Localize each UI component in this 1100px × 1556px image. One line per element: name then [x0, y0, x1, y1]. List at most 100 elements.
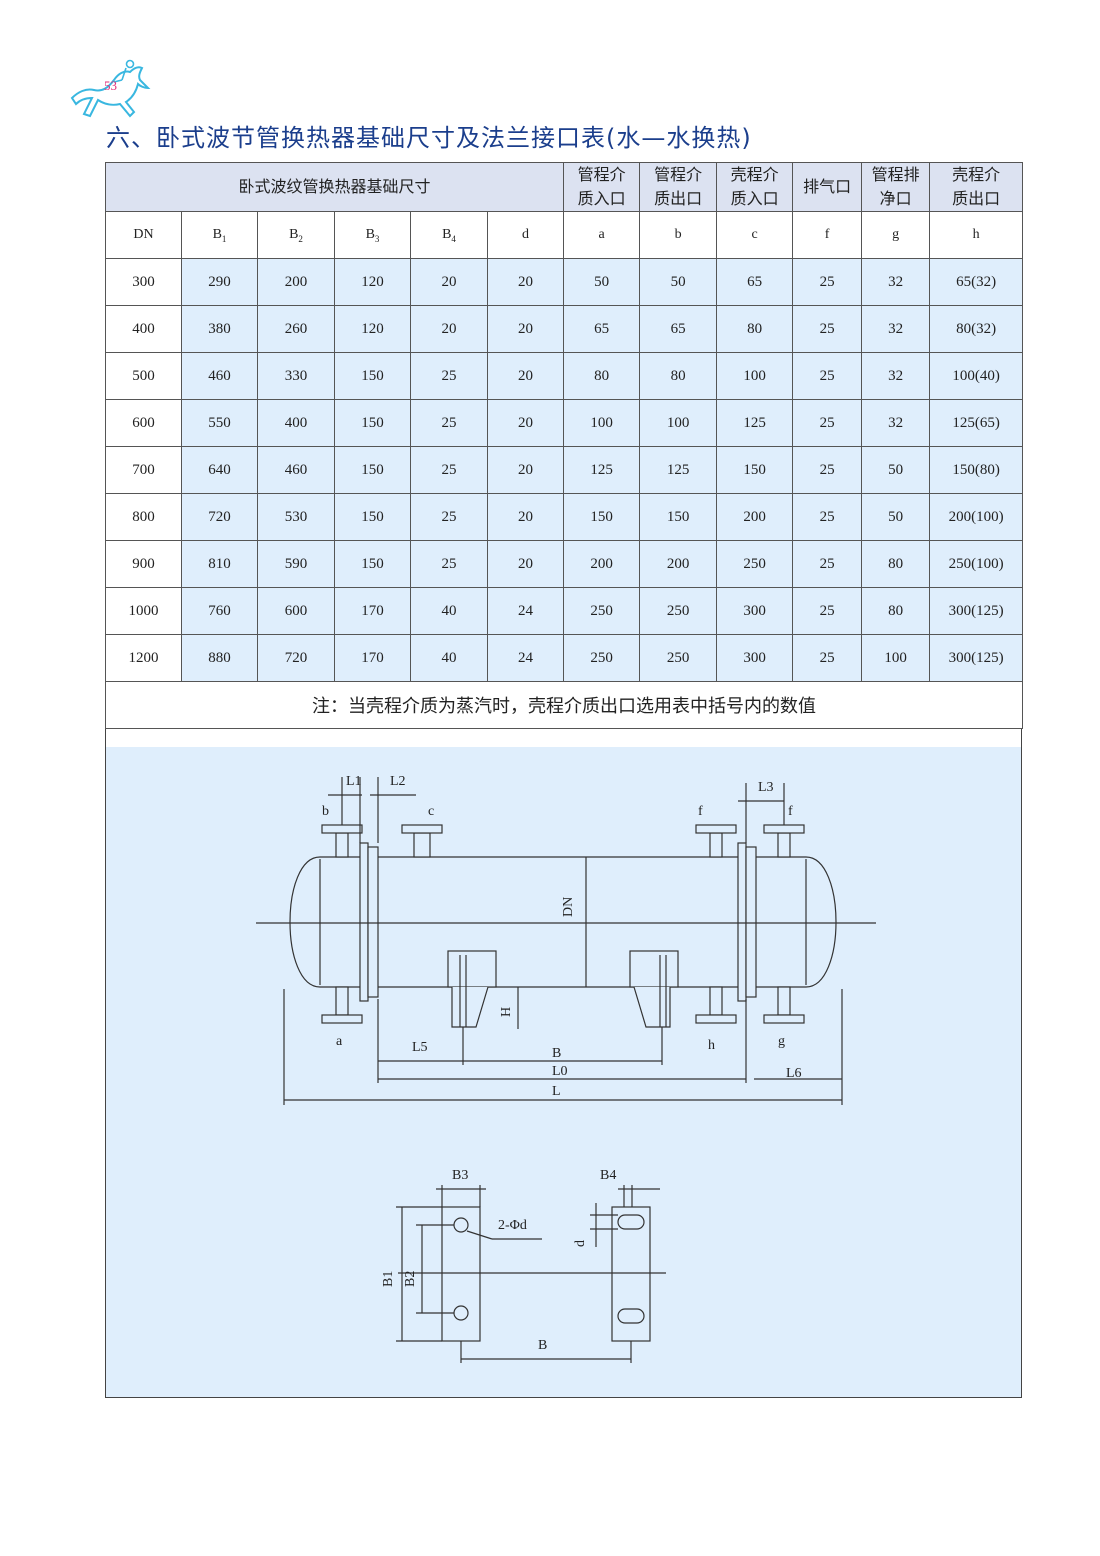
- table-cell-g: 32: [861, 352, 931, 400]
- table-cell-b2: 200: [257, 258, 335, 306]
- table-cell-f: 25: [792, 399, 863, 447]
- table-cell-b2: 530: [257, 493, 335, 541]
- table-cell-b4: 20: [410, 258, 488, 306]
- table-cell-b3: 120: [334, 305, 411, 353]
- table-cell-c: 300: [716, 634, 794, 682]
- label-b4: B4: [600, 1168, 616, 1183]
- table-cell-h: 300(125): [929, 587, 1024, 635]
- table-cell-g: 32: [861, 399, 931, 447]
- table-cell-b1: 880: [181, 634, 258, 682]
- table-cell-f: 25: [792, 446, 863, 494]
- label-port-f-left: f: [698, 804, 703, 819]
- table-cell-b1: 460: [181, 352, 258, 400]
- table-cell-dn: 600: [105, 399, 182, 447]
- table-cell-d: 20: [486, 446, 565, 494]
- table-cell-b: 80: [639, 352, 718, 400]
- label-l5: L5: [412, 1040, 428, 1055]
- col-a: a: [563, 211, 641, 259]
- table-cell-b1: 380: [181, 305, 258, 353]
- header-base-dimensions: 卧式波纹管换热器基础尺寸: [104, 162, 565, 212]
- nozzle-a: [335, 986, 349, 1016]
- table-cell-d: 24: [486, 634, 565, 682]
- table-cell-b1: 550: [181, 399, 258, 447]
- table-cell-h: 300(125): [929, 634, 1024, 682]
- table-cell-dn: 300: [105, 258, 182, 306]
- label-l3: L3: [758, 780, 774, 795]
- table-cell-b2: 600: [257, 587, 335, 635]
- label-port-c: c: [428, 804, 434, 819]
- table-cell-f: 25: [792, 634, 863, 682]
- table-cell-b: 250: [639, 634, 718, 682]
- base-plate-right: [611, 1206, 651, 1342]
- table-cell-h: 125(65): [929, 399, 1024, 447]
- label-port-a: a: [336, 1034, 343, 1049]
- table-cell-b: 100: [639, 399, 718, 447]
- label-l0: L0: [552, 1064, 568, 1079]
- label-port-h: h: [708, 1038, 715, 1053]
- table-cell-g: 50: [861, 493, 931, 541]
- table-cell-c: 100: [716, 352, 794, 400]
- table-cell-b2: 260: [257, 305, 335, 353]
- header-vent: 排气口: [792, 162, 863, 212]
- label-d: d: [573, 1240, 588, 1247]
- table-cell-a: 250: [563, 587, 641, 635]
- table-cell-g: 80: [861, 587, 931, 635]
- label-b-main: B: [552, 1046, 561, 1061]
- table-cell-h: 80(32): [929, 305, 1024, 353]
- table-cell-b4: 25: [410, 399, 488, 447]
- col-b1: B1: [181, 211, 258, 259]
- table-cell-b: 125: [639, 446, 718, 494]
- table-cell-b3: 120: [334, 258, 411, 306]
- table-cell-b1: 810: [181, 540, 258, 588]
- table-cell-b1: 640: [181, 446, 258, 494]
- nozzle-c: [413, 832, 431, 858]
- drawing-panel: L1 L2 L3 b c f f a h g DN H L5 B L0 L6 L: [106, 747, 1021, 1397]
- col-b3: B3: [334, 211, 411, 259]
- label-b1: B1: [381, 1271, 396, 1287]
- table-cell-g: 100: [861, 634, 931, 682]
- table-cell-d: 20: [486, 352, 565, 400]
- table-cell-b3: 150: [334, 540, 411, 588]
- table-cell-a: 50: [563, 258, 641, 306]
- label-l1: L1: [346, 774, 362, 789]
- dimension-table: 卧式波纹管换热器基础尺寸 管程介质入口 管程介质出口 壳程介质入口 排气口 管程…: [104, 162, 1024, 729]
- slot-top: [617, 1214, 645, 1230]
- table-cell-f: 25: [792, 305, 863, 353]
- table-cell-a: 80: [563, 352, 641, 400]
- label-dn: DN: [561, 897, 576, 917]
- table-cell-g: 80: [861, 540, 931, 588]
- table-cell-f: 25: [792, 540, 863, 588]
- saddle-right: [629, 950, 679, 988]
- header-shell-outlet: 壳程介质出口: [929, 162, 1024, 212]
- table-cell-b: 65: [639, 305, 718, 353]
- table-cell-b2: 400: [257, 399, 335, 447]
- table-cell-g: 50: [861, 446, 931, 494]
- table-cell-b: 250: [639, 587, 718, 635]
- table-cell-b4: 25: [410, 352, 488, 400]
- header-shell-inlet: 壳程介质入口: [716, 162, 794, 212]
- table-cell-b4: 20: [410, 305, 488, 353]
- table-cell-b1: 760: [181, 587, 258, 635]
- table-cell-b3: 150: [334, 399, 411, 447]
- col-h: h: [929, 211, 1024, 259]
- table-cell-b1: 290: [181, 258, 258, 306]
- table-cell-d: 20: [486, 493, 565, 541]
- table-cell-h: 65(32): [929, 258, 1024, 306]
- left-flange: [359, 842, 369, 1002]
- right-flange: [737, 842, 747, 1002]
- label-l: L: [552, 1084, 561, 1099]
- label-b2: B2: [403, 1271, 418, 1287]
- table-cell-b: 150: [639, 493, 718, 541]
- table-cell-b3: 150: [334, 493, 411, 541]
- table-cell-g: 32: [861, 305, 931, 353]
- table-cell-b4: 25: [410, 540, 488, 588]
- base-plate-left: [441, 1206, 481, 1342]
- table-cell-b: 50: [639, 258, 718, 306]
- table-cell-d: 20: [486, 305, 565, 353]
- nozzle-h: [709, 986, 723, 1016]
